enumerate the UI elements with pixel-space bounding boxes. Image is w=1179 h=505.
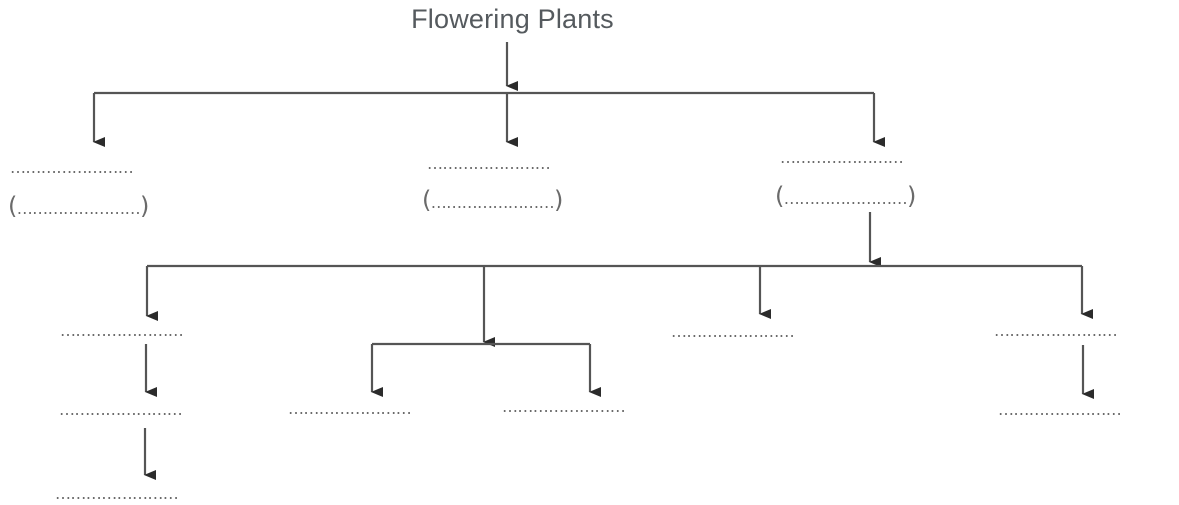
blank-l1-a-sub-text: …………………… (16, 199, 141, 218)
paren-close: ) (906, 182, 916, 210)
blank-l1-b-sub-text: …………………… (430, 193, 555, 212)
blank-b4-2: …………………… (998, 400, 1122, 419)
paren-open: ( (775, 182, 784, 210)
blank-b3-1: …………………… (671, 322, 795, 341)
diagram-title: Flowering Plants (411, 4, 614, 34)
blank-b2-2: …………………… (502, 397, 626, 416)
blank-b1-2: …………………… (59, 400, 183, 419)
blank-l1-b-sub: (……………………) (422, 186, 563, 214)
blank-b1-1: …………………… (60, 321, 184, 340)
blank-b1-3: …………………… (55, 484, 179, 503)
blank-l1-a-sub: (……………………) (8, 192, 149, 220)
paren-open: ( (422, 186, 431, 214)
blank-b2-1: …………………… (288, 399, 412, 418)
blank-l1-c-name: …………………… (780, 148, 904, 167)
paren-open: ( (8, 192, 17, 220)
paren-close: ) (139, 192, 149, 220)
blank-l1-c-sub-text: …………………… (783, 189, 908, 208)
paren-close: ) (553, 186, 563, 214)
blank-l1-b-name: …………………… (427, 154, 551, 173)
blank-b4-1: …………………… (994, 321, 1118, 340)
blank-l1-a-name: …………………… (10, 158, 134, 177)
blank-l1-c-sub: (……………………) (775, 182, 916, 210)
